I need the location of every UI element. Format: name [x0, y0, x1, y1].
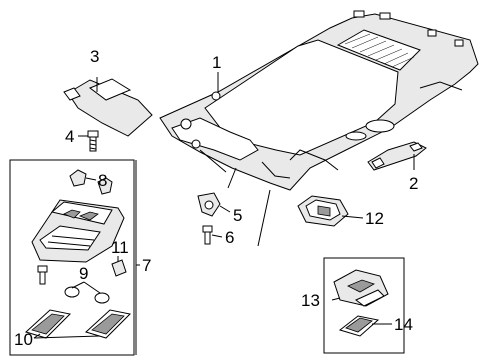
callout-12: 12 [365, 209, 384, 228]
lens [25, 309, 132, 339]
callout-3: 3 [90, 47, 99, 66]
callout-5: 5 [233, 206, 242, 225]
map-lamp-group-box [323, 257, 405, 354]
headliner-panel [159, 10, 479, 247]
overhead-console [31, 199, 125, 263]
callout-13: 13 [301, 291, 320, 310]
callout-1: 1 [212, 53, 221, 72]
callout-2: 2 [409, 174, 418, 193]
lamp-lens [338, 315, 380, 337]
callouts: 3 1 2 4 5 6 7 8 9 10 11 12 13 14 [14, 47, 418, 349]
callout-14: 14 [394, 315, 413, 334]
callout-6: 6 [225, 228, 234, 247]
screw [87, 130, 99, 152]
sun-visor [63, 78, 153, 137]
headliner-fastener [211, 91, 221, 101]
callout-11: 11 [111, 238, 129, 257]
overhead-console-group-box [9, 159, 135, 356]
bolt [202, 225, 213, 245]
switch [111, 259, 127, 277]
callout-7: 7 [142, 256, 151, 275]
map-lamp [333, 269, 389, 307]
headliner-clip [454, 39, 464, 47]
leader-lines [33, 72, 415, 355]
callout-10: 10 [14, 330, 33, 349]
headliner-clip [353, 10, 365, 18]
dome-lamp [297, 195, 349, 227]
callout-9: 9 [79, 264, 88, 283]
callout-4: 4 [65, 127, 74, 146]
callout-8: 8 [98, 171, 107, 190]
grab-handle [367, 141, 427, 171]
bulb [64, 286, 110, 304]
headliner-clip [427, 29, 437, 37]
screw [37, 265, 48, 285]
bracket [197, 192, 221, 217]
headliner-clip [379, 12, 391, 20]
clip [69, 169, 113, 195]
